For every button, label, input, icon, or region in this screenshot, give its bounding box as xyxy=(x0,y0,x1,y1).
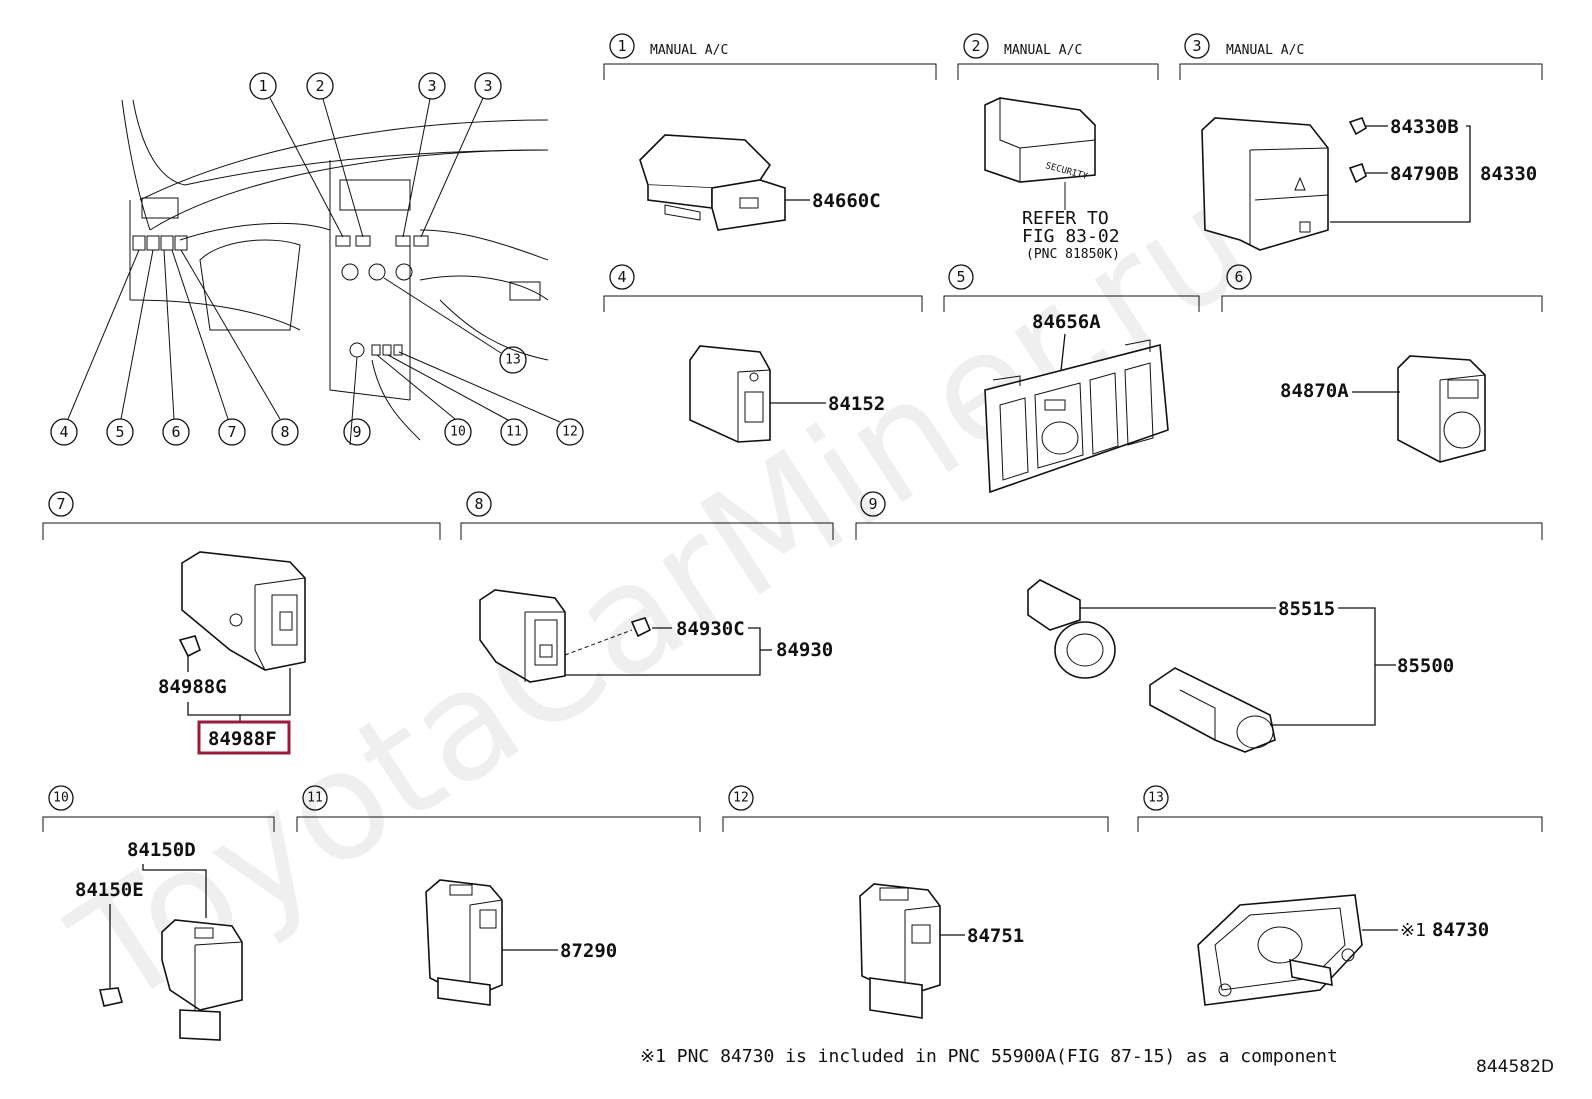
part-number: 87290 xyxy=(560,940,617,962)
switch-part xyxy=(99,919,243,1041)
part-number: 84730 xyxy=(1432,919,1489,941)
part-number: 84660C xyxy=(812,190,881,212)
svg-text:8: 8 xyxy=(280,423,289,441)
callout-8: 8 xyxy=(271,418,299,446)
svg-text:9: 9 xyxy=(352,423,361,441)
callout-5: 5 xyxy=(106,418,134,446)
footnote: ※1 PNC 84730 is included in PNC 55900A(F… xyxy=(640,1046,1338,1067)
callout-3b: 3 xyxy=(474,72,502,100)
svg-text:9: 9 xyxy=(868,495,877,513)
svg-text:12: 12 xyxy=(562,425,578,440)
svg-text:13: 13 xyxy=(1148,791,1164,806)
callout-2: 2 xyxy=(306,72,334,100)
cigarette-lighter-part xyxy=(1027,579,1276,753)
svg-text:7: 7 xyxy=(227,423,236,441)
refer-text: (PNC 81850K) xyxy=(1026,247,1120,262)
svg-text:6: 6 xyxy=(171,423,180,441)
clock-adjust-switch-part xyxy=(1197,894,1363,1006)
svg-text:3: 3 xyxy=(483,77,492,95)
svg-text:3: 3 xyxy=(1192,37,1201,55)
section-5: 5 84656A xyxy=(943,264,1200,494)
callout-13: 13 xyxy=(499,346,527,374)
dashboard-overview xyxy=(121,99,549,446)
highlighted-part-number: 84988F xyxy=(208,728,277,750)
svg-text:11: 11 xyxy=(506,425,522,440)
section-11: 11 87290 xyxy=(296,785,701,1006)
switch-part xyxy=(425,879,503,1006)
svg-text:2: 2 xyxy=(971,37,980,55)
svg-text:6: 6 xyxy=(1234,268,1243,286)
part-number: 84656A xyxy=(1032,311,1101,333)
section-6: 6 84870A xyxy=(1221,264,1543,463)
svg-text:1: 1 xyxy=(258,77,267,95)
refer-text: FIG 83-02 xyxy=(1022,226,1120,247)
switch-part xyxy=(178,551,306,671)
callout-11: 11 xyxy=(500,418,528,446)
section-13: 13 ※1 84730 xyxy=(1137,785,1543,1006)
svg-text:1: 1 xyxy=(617,37,626,55)
callout-3a: 3 xyxy=(418,72,446,100)
part-number: 84150E xyxy=(75,879,144,901)
svg-text:2: 2 xyxy=(315,77,324,95)
section-2: 2 MANUAL A/C SECURITY REFER TO FIG 83-02… xyxy=(957,33,1159,262)
part-number: 84930C xyxy=(676,618,745,640)
callout-6: 6 xyxy=(162,418,190,446)
part-number: 85500 xyxy=(1397,655,1454,677)
part-number: 85515 xyxy=(1278,598,1335,620)
svg-text:3: 3 xyxy=(427,77,436,95)
section-4: 4 84152 xyxy=(603,264,923,443)
callout-12: 12 xyxy=(556,418,584,446)
hazard-switch-part xyxy=(1201,117,1367,251)
svg-text:4: 4 xyxy=(617,268,626,286)
svg-text:4: 4 xyxy=(59,423,68,441)
highlight-box xyxy=(197,720,291,755)
mirror-switch-part xyxy=(1397,355,1486,463)
part-number: 84152 xyxy=(828,393,885,415)
part-number: 84790B xyxy=(1390,163,1459,185)
section-10: 10 84150D 84150E xyxy=(42,785,275,1041)
svg-text:11: 11 xyxy=(307,791,323,806)
section-3: 3 MANUAL A/C 84330B 84790B 84330 xyxy=(1179,33,1543,251)
svg-text:5: 5 xyxy=(115,423,124,441)
section-header: MANUAL A/C xyxy=(650,43,728,58)
part-number: 84751 xyxy=(967,925,1024,947)
part-number: 84330B xyxy=(1390,116,1459,138)
switch-bezel-part xyxy=(984,339,1169,494)
note-mark: ※1 xyxy=(1400,920,1426,941)
svg-text:5: 5 xyxy=(956,268,965,286)
switch-part xyxy=(859,883,941,1019)
part-number: 84930 xyxy=(776,639,833,661)
callout-4: 4 xyxy=(50,418,78,446)
svg-text:13: 13 xyxy=(505,353,521,368)
svg-text:10: 10 xyxy=(53,791,69,806)
part-number: 84150D xyxy=(127,839,196,861)
part-number: 84330 xyxy=(1480,163,1537,185)
part-number: 84870A xyxy=(1280,380,1349,402)
svg-text:10: 10 xyxy=(450,425,466,440)
section-8: 8 84930C 84930 xyxy=(460,491,834,683)
dimmer-switch-part xyxy=(689,345,771,443)
callout-1: 1 xyxy=(249,72,277,100)
svg-text:7: 7 xyxy=(56,495,65,513)
section-1: 1 MANUAL A/C 84660C xyxy=(603,33,937,231)
section-12: 12 84751 xyxy=(722,785,1109,1019)
svg-text:12: 12 xyxy=(733,791,749,806)
callout-10: 10 xyxy=(444,418,472,446)
refer-text: REFER TO xyxy=(1022,208,1109,229)
callout-9: 9 xyxy=(343,418,371,446)
dashboard-callouts: 1 2 3 3 4 5 6 7 8 9 10 11 12 13 xyxy=(50,72,584,446)
section-9: 9 85515 85500 xyxy=(855,491,1543,753)
part-number: 84988G xyxy=(158,676,227,698)
section-header: MANUAL A/C xyxy=(1226,43,1304,58)
switch-part xyxy=(479,589,652,683)
ac-switch-part xyxy=(639,134,786,231)
svg-text:8: 8 xyxy=(474,495,483,513)
section-7: 7 84988G 84988F xyxy=(42,491,441,755)
section-header: MANUAL A/C xyxy=(1004,43,1082,58)
callout-7: 7 xyxy=(218,418,246,446)
figure-code: 844582D xyxy=(1476,1057,1554,1077)
security-switch-part: SECURITY xyxy=(984,97,1096,183)
